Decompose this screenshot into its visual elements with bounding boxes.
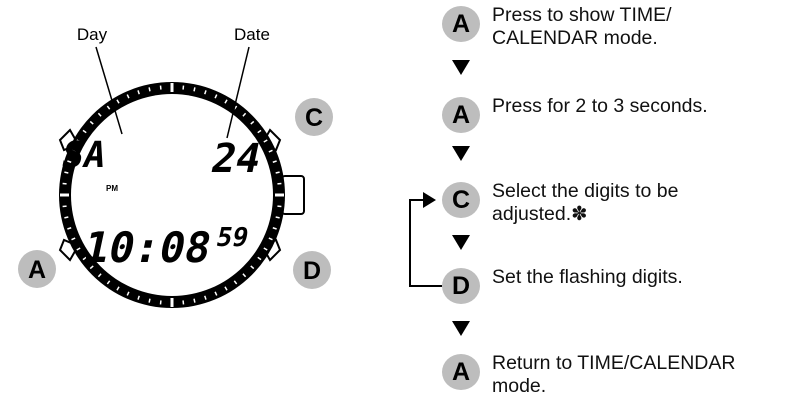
down-arrow-4 bbox=[452, 321, 470, 336]
bezel-tick bbox=[67, 160, 72, 163]
date-label: Date bbox=[234, 25, 270, 44]
bezel-tick bbox=[263, 247, 268, 251]
down-arrow-3 bbox=[452, 235, 470, 250]
day-label: Day bbox=[77, 25, 108, 44]
bezel-tick bbox=[275, 216, 280, 219]
bezel-tick bbox=[257, 256, 262, 261]
step-1: A Press to show TIME/ CALENDAR mode. bbox=[442, 4, 672, 50]
bezel-tick bbox=[106, 280, 111, 285]
bezel-tick bbox=[137, 295, 140, 300]
lcd-day: SA bbox=[58, 133, 110, 176]
bezel-tick bbox=[224, 99, 228, 104]
bezel-tick bbox=[126, 94, 130, 99]
button-a-badge bbox=[18, 250, 56, 288]
bezel-tick bbox=[97, 273, 102, 278]
day-leader-line bbox=[95, 46, 123, 135]
bezel-tick bbox=[64, 216, 69, 219]
step-1-line-2: CALENDAR mode. bbox=[492, 27, 658, 49]
bezel-tick bbox=[116, 286, 120, 291]
bezel-tick bbox=[214, 94, 218, 99]
step-3-text: Select the digits to be adjusted.✽ bbox=[492, 180, 678, 226]
button-c-badge bbox=[295, 98, 333, 136]
loop-arrow-head bbox=[423, 192, 436, 208]
crown-button bbox=[281, 175, 305, 215]
bezel-tick bbox=[106, 105, 111, 110]
bezel-tick bbox=[250, 120, 255, 125]
bezel-tick bbox=[116, 99, 120, 104]
bezel-tick bbox=[71, 237, 76, 241]
bezel-tick bbox=[268, 149, 273, 153]
bezel-tick bbox=[82, 256, 87, 261]
step-3-line-1: Select the digits to be bbox=[492, 180, 679, 202]
date-leader-line bbox=[226, 46, 250, 139]
bezel-tick bbox=[268, 237, 273, 241]
bezel-tick bbox=[64, 171, 69, 174]
step-1-line-1: Press to show TIME/ bbox=[492, 4, 672, 26]
bezel-tick bbox=[137, 90, 140, 95]
button-a-letter: A bbox=[28, 256, 46, 284]
step-2-button-badge: A bbox=[442, 97, 480, 133]
bezel-tick bbox=[272, 227, 277, 230]
bezel-tick bbox=[224, 286, 228, 291]
loop-connector-vertical bbox=[409, 199, 411, 286]
bezel-tick bbox=[242, 273, 247, 278]
bezel-tick bbox=[76, 247, 81, 251]
bezel-tick bbox=[89, 265, 94, 270]
step-5-text: Return to TIME/CALENDAR mode. bbox=[492, 352, 735, 398]
step-3-line-2: adjusted.✽ bbox=[492, 203, 588, 225]
bezel-tick bbox=[193, 87, 196, 92]
watch-diagram: Day Date SA 24 PM 10:08 59 C A D bbox=[18, 25, 333, 308]
loop-connector-top bbox=[409, 199, 423, 201]
step-5-line-2: mode. bbox=[492, 375, 547, 397]
watch-face bbox=[71, 94, 273, 296]
bezel-tick bbox=[263, 139, 268, 143]
lcd-seconds: 59 bbox=[214, 223, 252, 253]
down-arrow-1 bbox=[452, 60, 470, 75]
bezel-tick bbox=[214, 291, 218, 296]
button-c-letter: C bbox=[305, 104, 323, 132]
step-3-button-badge: C bbox=[442, 182, 480, 218]
bezel-tick bbox=[82, 129, 87, 134]
bezel-tick bbox=[89, 120, 94, 125]
step-2: A Press for 2 to 3 seconds. bbox=[442, 95, 708, 133]
step-2-line-1: Press for 2 to 3 seconds. bbox=[492, 95, 708, 117]
lcd-pm-indicator: PM bbox=[106, 184, 118, 193]
button-d-letter: D bbox=[303, 257, 321, 285]
bezel-tick bbox=[233, 280, 238, 285]
bezel-tick bbox=[275, 171, 280, 174]
step-3: C Select the digits to be adjusted.✽ bbox=[442, 180, 678, 226]
step-4-line-1: Set the flashing digits. bbox=[492, 266, 683, 288]
bezel-tick bbox=[148, 298, 151, 303]
step-5: A Return to TIME/CALENDAR mode. bbox=[442, 352, 735, 398]
step-2-text: Press for 2 to 3 seconds. bbox=[492, 95, 708, 118]
bezel-tick bbox=[204, 90, 207, 95]
step-4: D Set the flashing digits. bbox=[442, 266, 683, 304]
bezel-tick bbox=[272, 160, 277, 163]
down-arrow-2 bbox=[452, 146, 470, 161]
bezel-tick bbox=[204, 295, 207, 300]
step-5-line-1: Return to TIME/CALENDAR bbox=[492, 352, 736, 374]
step-5-button-badge: A bbox=[442, 354, 480, 390]
bezel-tick bbox=[71, 149, 76, 153]
step-4-text: Set the flashing digits. bbox=[492, 266, 683, 289]
loop-connector-bottom bbox=[409, 285, 442, 287]
bezel-tick bbox=[148, 87, 151, 92]
bezel-tick bbox=[97, 112, 102, 117]
bezel-tick bbox=[193, 298, 196, 303]
bezel-tick bbox=[250, 265, 255, 270]
step-1-button-badge: A bbox=[442, 6, 480, 42]
bezel-tick bbox=[67, 227, 72, 230]
bezel-tick bbox=[257, 129, 262, 134]
lcd-date: 24 bbox=[207, 134, 265, 181]
lcd-time: 10:08 bbox=[79, 224, 216, 272]
bezel-tick bbox=[76, 139, 81, 143]
bezel-tick bbox=[126, 291, 130, 296]
bezel-tick bbox=[242, 112, 247, 117]
bezel-ticks bbox=[60, 83, 284, 307]
step-4-button-badge: D bbox=[442, 268, 480, 304]
button-d-badge bbox=[293, 251, 331, 289]
step-1-text: Press to show TIME/ CALENDAR mode. bbox=[492, 4, 672, 50]
